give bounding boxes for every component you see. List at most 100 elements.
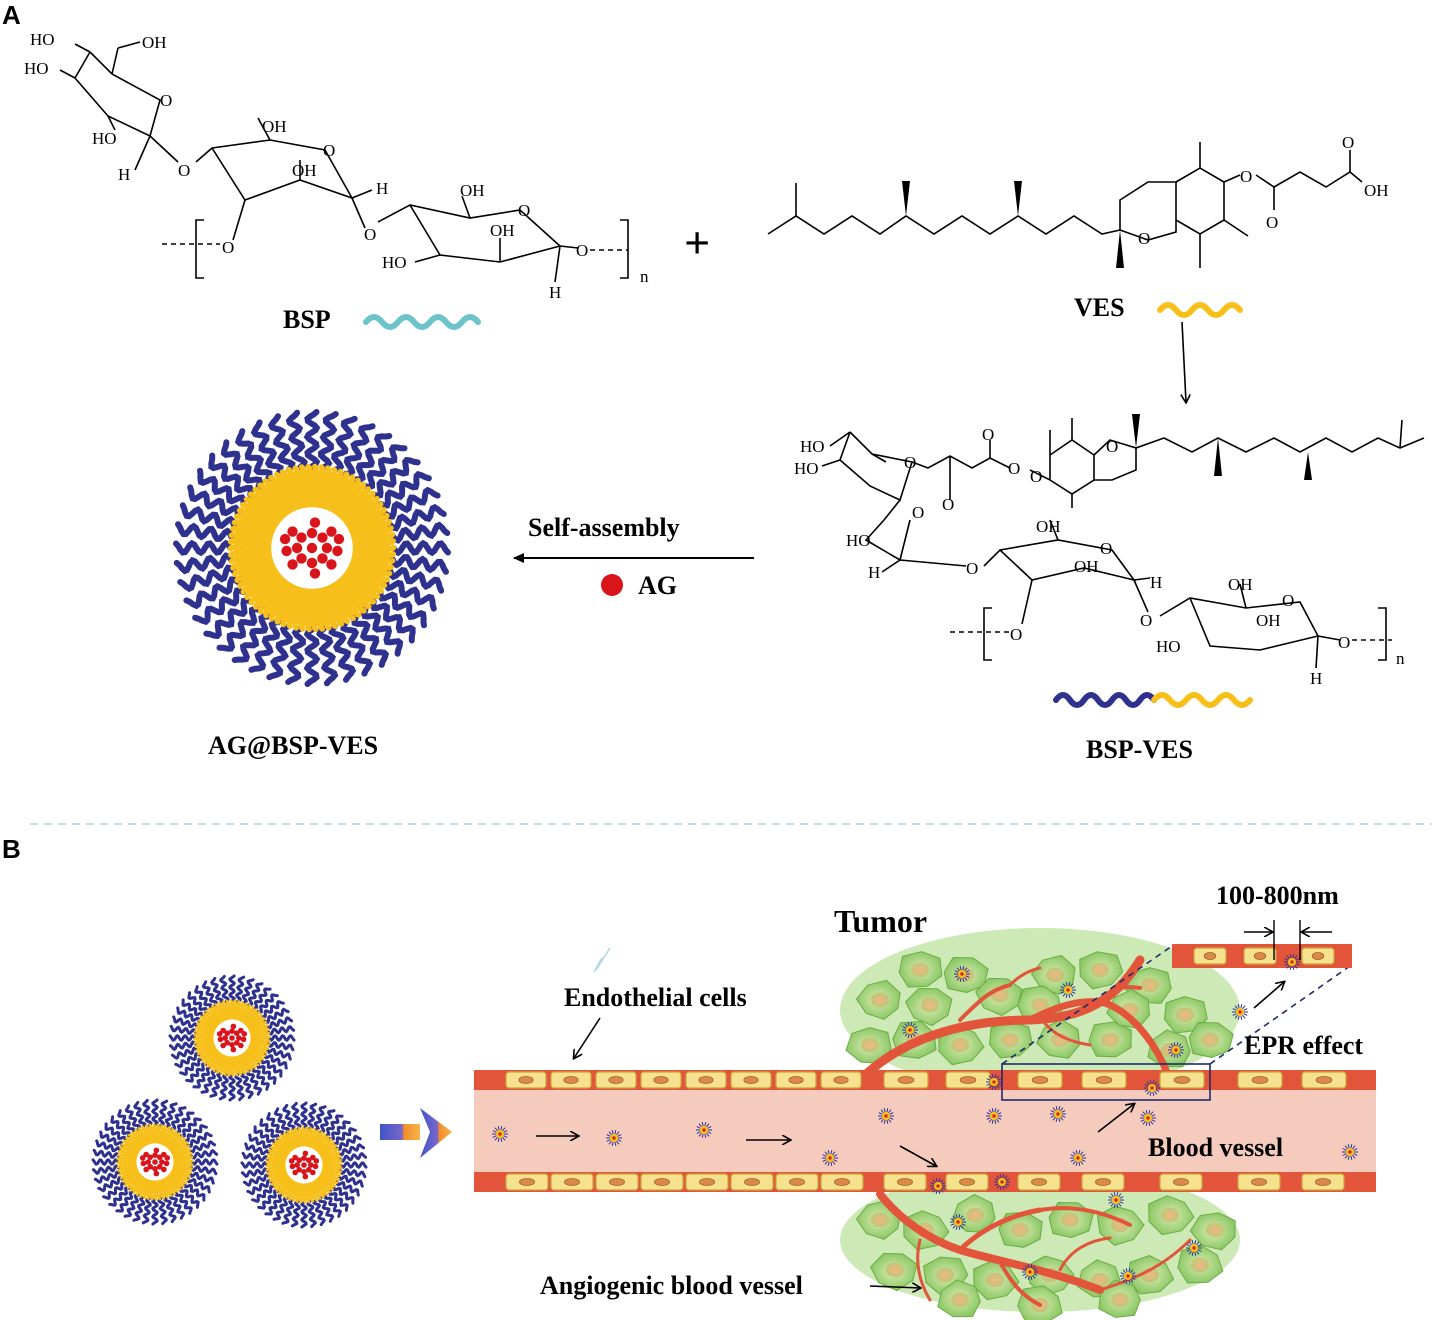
tiny-nanoparticle [696, 1122, 712, 1138]
shell-chain [210, 976, 224, 1005]
ves-chain [269, 1171, 289, 1183]
shell-chain [124, 1104, 141, 1131]
ves-chain [320, 1153, 342, 1163]
ves-chain [265, 1165, 287, 1173]
ves-chain [132, 1176, 147, 1195]
atom-o: O [1030, 467, 1042, 486]
ves-chain [240, 1052, 253, 1071]
drug-dot [230, 1046, 237, 1053]
shell-chain [313, 1105, 327, 1132]
ves-chain [278, 1178, 294, 1195]
upper-angiogenic-branches [855, 955, 1172, 1085]
drug-dot [326, 559, 337, 570]
self-assembly-label: Self-assembly [528, 513, 680, 542]
shell-chain [247, 982, 264, 1007]
endothelial-cell [730, 1173, 774, 1191]
shell-chain [216, 606, 262, 652]
ves-chain [304, 1182, 312, 1204]
shell-chain [176, 1006, 201, 1023]
shell-chain [285, 625, 306, 685]
shell-chain [337, 1143, 366, 1157]
ves-chain [159, 1177, 170, 1199]
shell-chain [264, 1193, 284, 1216]
shell-chain [390, 539, 451, 557]
shell-chain [92, 1148, 120, 1159]
ves-chain [248, 1026, 270, 1036]
drug-dot [294, 1162, 300, 1168]
tiny-nanoparticle [994, 1174, 1010, 1190]
ves-chain [265, 1160, 287, 1167]
ves-chain [314, 1178, 329, 1196]
shell-chain [110, 1115, 131, 1138]
cell-nucleus [1315, 1076, 1333, 1084]
shell-chain [370, 598, 416, 644]
shell-chain [256, 1062, 277, 1085]
ves-chain [320, 1170, 340, 1181]
ves-chain [248, 1043, 268, 1054]
drug-dot [288, 1158, 295, 1164]
blood-vessel-label: Blood vessel [1148, 1133, 1283, 1162]
cell-nucleus [699, 1178, 715, 1186]
small-nanoparticle [91, 1098, 219, 1226]
ves-chain [150, 1179, 157, 1201]
shell-chain [244, 1142, 271, 1156]
shell-chain [328, 623, 357, 683]
tumor-nucleus [1190, 1257, 1210, 1273]
drug-dot [229, 1035, 235, 1041]
shell-chain [183, 1182, 206, 1202]
atom-oh: OH [262, 117, 287, 136]
shell-chain [337, 1174, 364, 1188]
shell-chain [168, 1040, 197, 1052]
drug-dot [301, 1169, 307, 1175]
tiny-nanoparticle [1168, 1042, 1184, 1058]
shell-chain [389, 521, 451, 544]
shell-chain [267, 1033, 296, 1043]
cell-nucleus [1095, 1178, 1111, 1186]
drug-dot [289, 1163, 296, 1170]
tumor-nucleus [1045, 967, 1065, 983]
ves-chain [209, 1052, 224, 1071]
ves-chain [247, 1020, 267, 1032]
shell-chain [123, 1193, 140, 1218]
ves-chain [320, 1168, 342, 1178]
small-nanoparticle [168, 974, 296, 1102]
drug-dot [153, 1170, 160, 1177]
ves-chain [235, 1000, 245, 1022]
ves-chain [299, 1182, 306, 1204]
cell-nucleus [1031, 1076, 1049, 1084]
shell-chain [340, 619, 374, 677]
shell-chain [266, 623, 293, 681]
bsp-label: BSP [283, 305, 331, 334]
ves-chain [140, 1125, 151, 1147]
ves-chain [120, 1168, 140, 1180]
shell-chain [370, 456, 421, 499]
endothelial-cell [1159, 1071, 1205, 1089]
drug-dot [152, 1166, 158, 1172]
tumor-nucleus [950, 1292, 970, 1308]
drug-dot [313, 1158, 320, 1164]
ves-chain [211, 1005, 224, 1024]
ves-chain [171, 1150, 193, 1160]
tumor-nucleus [1110, 1292, 1130, 1308]
tumor-nucleus [1030, 997, 1050, 1013]
drug-dot [332, 545, 343, 557]
cell-nucleus [897, 1178, 913, 1186]
ves-chain [317, 1175, 334, 1191]
shell-chain [377, 470, 432, 509]
ves-chain [219, 1054, 229, 1076]
ves-chain [207, 1007, 222, 1025]
tumor-nucleus [1140, 977, 1160, 993]
ves-chain [172, 1154, 194, 1162]
delivery-arrow [380, 1108, 452, 1158]
atom-ho: HO [1156, 637, 1181, 656]
drug-dot [309, 568, 321, 579]
ves-chain [199, 1015, 218, 1030]
shell-chain [328, 1189, 349, 1212]
drug-dot [279, 533, 291, 545]
drug-dot [143, 1166, 149, 1173]
drug-dot [333, 533, 345, 545]
ves-chain [230, 999, 237, 1021]
small-nanoparticle [240, 1101, 368, 1229]
ves-chain [273, 1175, 291, 1190]
shell-chain [169, 1024, 197, 1035]
